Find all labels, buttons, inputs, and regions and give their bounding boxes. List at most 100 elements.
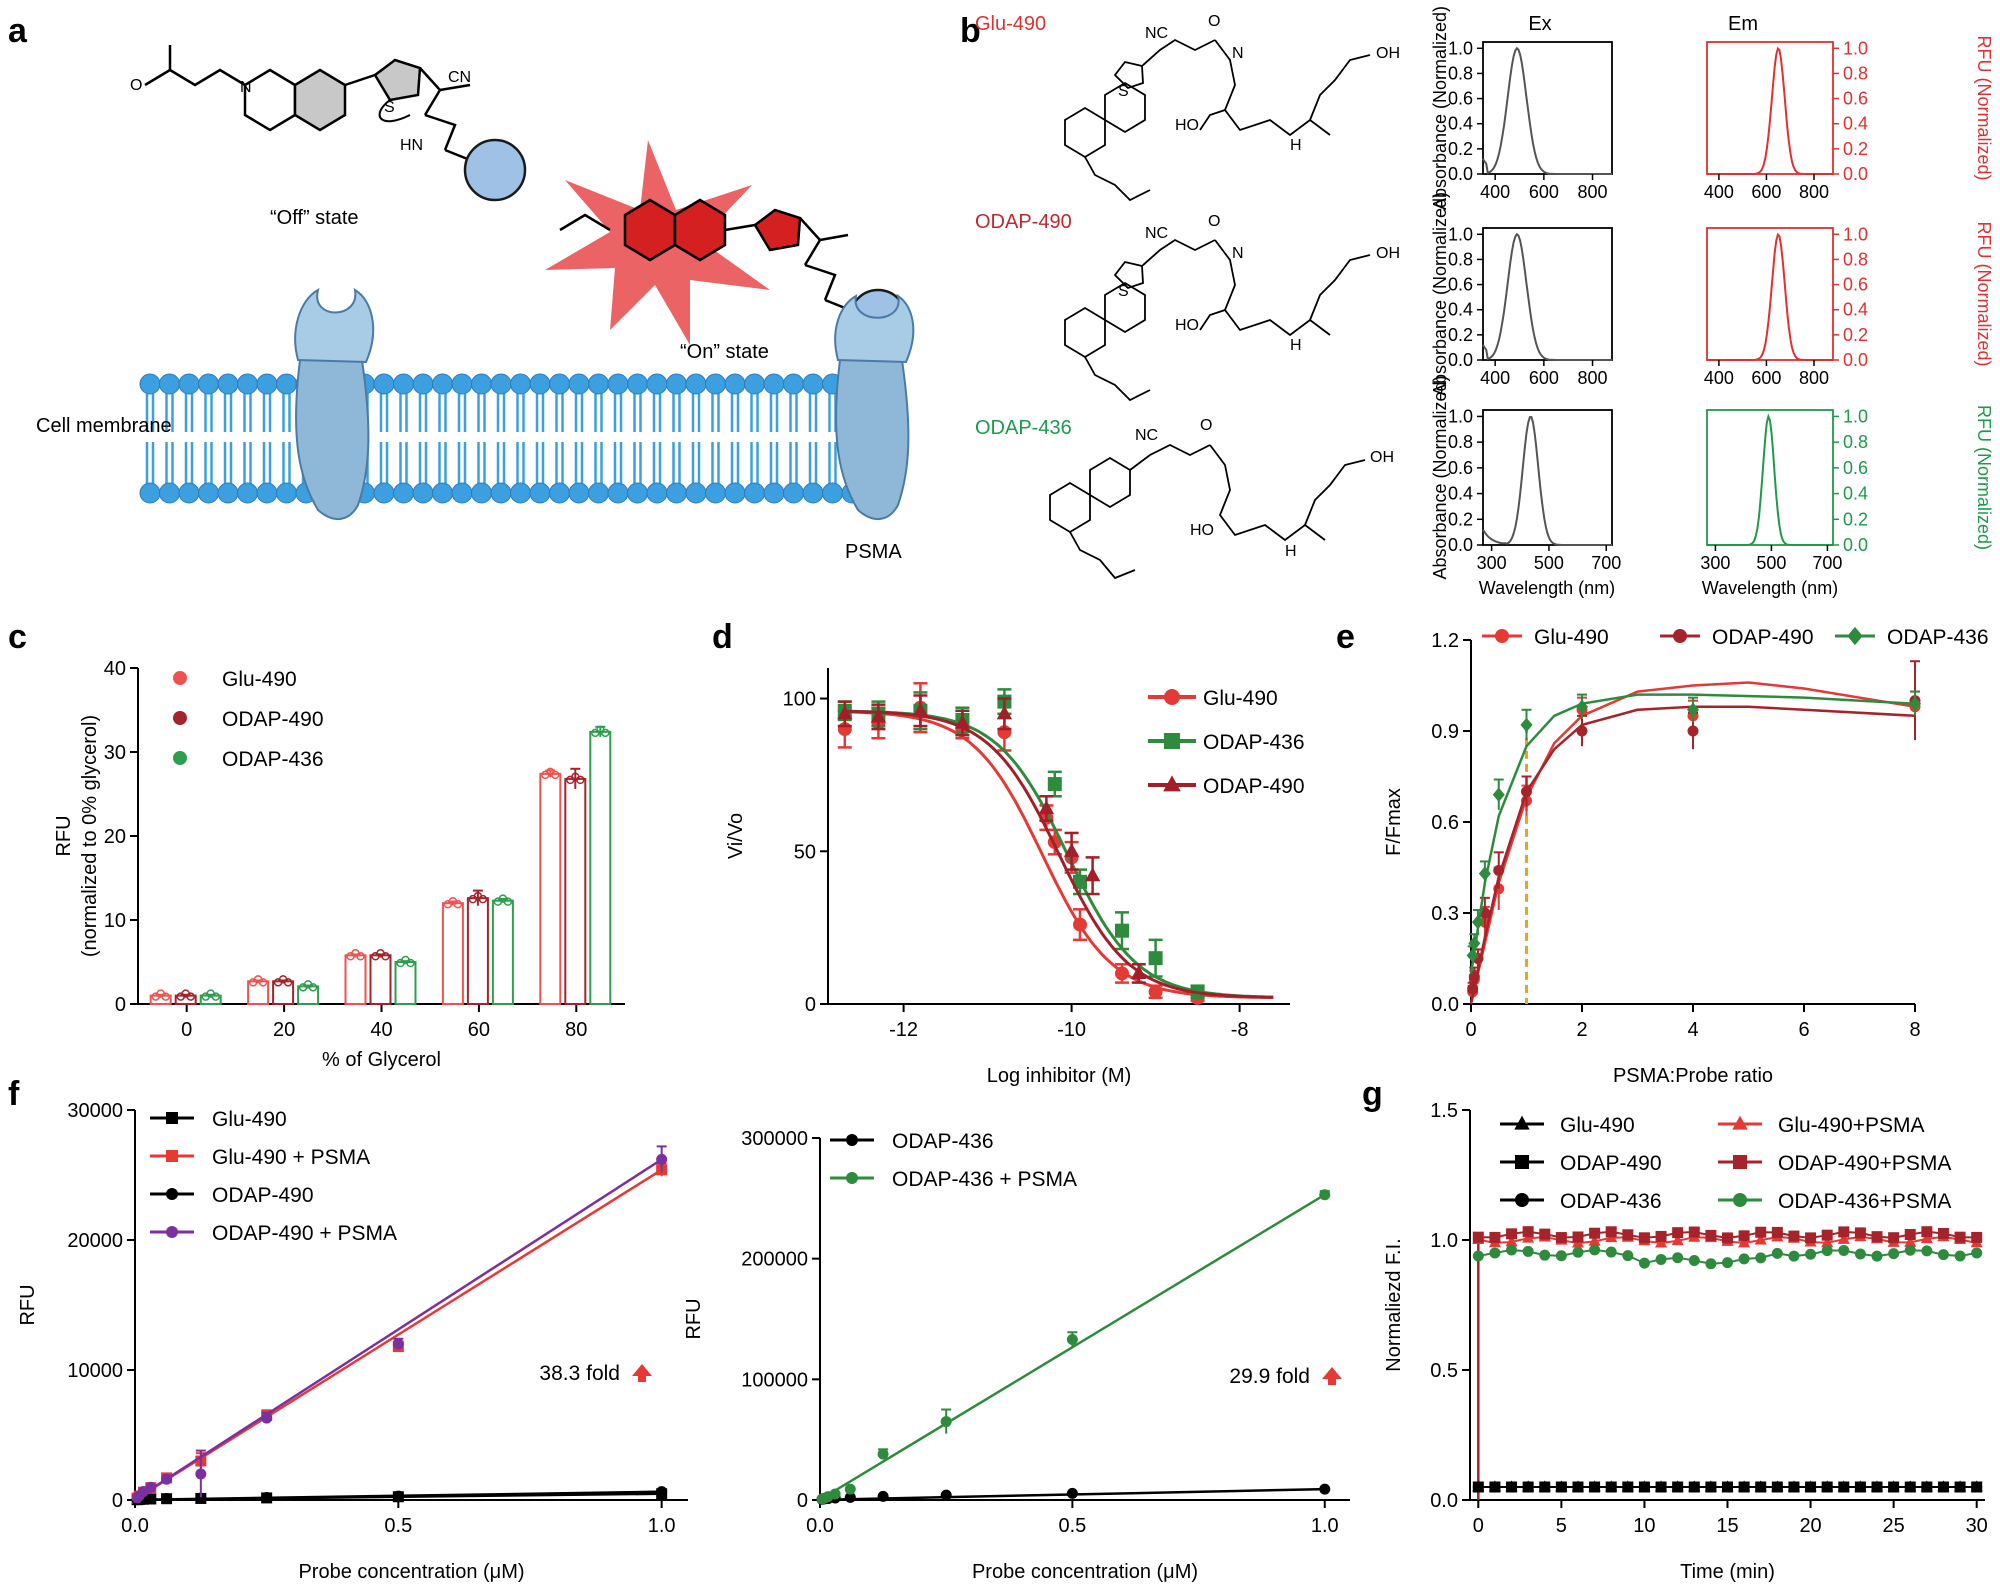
y-tick-label: 0.6 <box>1448 458 1473 478</box>
chem-n-off: N <box>240 79 252 96</box>
data-point <box>1937 1249 1949 1261</box>
replicate-point <box>453 899 463 909</box>
data-point <box>1672 1227 1684 1239</box>
y-tick-label: 0.8 <box>1448 432 1473 452</box>
data-point <box>1047 777 1062 792</box>
lipid-head <box>139 373 161 395</box>
data-point <box>837 705 853 720</box>
x-tick-label: 15 <box>1716 1515 1738 1537</box>
data-point <box>1805 1481 1817 1493</box>
legend-marker <box>166 1150 178 1162</box>
y-tick-label: 0.9 <box>1431 721 1459 743</box>
lipid-head <box>646 373 668 395</box>
y-tick-label: 1.0 <box>1448 224 1473 244</box>
legend-label: Glu-490 <box>222 668 297 691</box>
data-point <box>1838 1226 1850 1238</box>
y-tick-label: 0 <box>797 1490 808 1512</box>
data-point <box>1148 951 1163 966</box>
legend-marker <box>1732 1115 1748 1130</box>
probe-name-odap436: ODAP-436 <box>975 417 1072 439</box>
data-point <box>1688 1481 1700 1493</box>
lipid-head <box>393 373 414 395</box>
replicate-point <box>576 775 585 785</box>
ex-frame <box>1482 227 1613 361</box>
legend-label: Glu-490 <box>212 1108 287 1131</box>
regression-line <box>819 1193 1326 1501</box>
replicate-point <box>186 992 195 1001</box>
data-point <box>1539 1249 1551 1261</box>
rfu-axis-label: RFU (Normalized) <box>1974 221 1994 366</box>
y-tick-label: 0 <box>112 1490 123 1512</box>
chem-label-nc: NC <box>1145 25 1168 42</box>
y-tick-label: 0.0 <box>1843 535 1868 555</box>
data-point <box>1466 948 1479 963</box>
data-point <box>1489 1247 1501 1259</box>
y-tick-label: 0.2 <box>1448 139 1473 159</box>
data-point <box>1821 1245 1833 1257</box>
bead-off <box>463 138 527 202</box>
data-point <box>1505 1235 1518 1247</box>
lipid-head <box>705 373 726 395</box>
data-point <box>1838 1481 1850 1493</box>
bar <box>466 897 489 1005</box>
lipid-head <box>529 482 551 504</box>
data-point <box>1521 786 1532 798</box>
legend-marker <box>1164 733 1180 749</box>
bar <box>441 902 464 1006</box>
data-point <box>1888 1481 1900 1493</box>
data-point <box>1854 1227 1866 1239</box>
lipid-head <box>237 482 258 504</box>
data-point <box>1971 1247 1983 1259</box>
lipid-head <box>217 373 239 395</box>
cell-membrane-label-text: Cell membrane <box>36 415 172 437</box>
y-tick-label: 0.6 <box>1843 275 1868 295</box>
y-tick-label: 1.0 <box>1843 38 1868 58</box>
panel-label-c: c <box>8 618 27 656</box>
y-tick-label: 0 <box>805 994 816 1016</box>
y-tick-label: 100000 <box>741 1369 808 1391</box>
chem-cn-off: CN <box>448 69 471 86</box>
legend-marker <box>1495 629 1509 643</box>
y-tick-label: 1.5 <box>1430 1100 1458 1122</box>
data-point <box>1920 1232 1933 1244</box>
y-tick-label: 0.8 <box>1843 432 1868 452</box>
data-point <box>1066 1487 1078 1499</box>
lipid-head <box>256 373 278 395</box>
data-point <box>1572 1231 1584 1243</box>
lipid-head <box>568 482 590 504</box>
data-point <box>1478 866 1491 881</box>
legend-marker <box>1163 775 1181 792</box>
receptor-psma <box>834 293 915 520</box>
lipid-head <box>276 373 297 395</box>
lipid-head <box>510 482 531 504</box>
legend-label: Glu-490 <box>1203 687 1278 710</box>
lipid-head <box>646 482 668 504</box>
excitation-curve <box>1482 46 1612 175</box>
data-point <box>1589 1227 1601 1239</box>
y-tick-label: 0.6 <box>1843 89 1868 109</box>
y-tick-label: 0.0 <box>1430 1490 1458 1512</box>
legend-label: Glu-490+PSMA <box>1778 1114 1925 1137</box>
ex-frame <box>1482 41 1613 175</box>
ex-frame <box>1482 409 1613 546</box>
lipid-head <box>607 373 629 395</box>
chem-label-nc: NC <box>1145 225 1168 242</box>
data-point <box>1688 1255 1700 1267</box>
legend-marker <box>166 1112 178 1124</box>
y-tick-label: 0.0 <box>1448 535 1473 555</box>
x-tick-label: 400 <box>1704 368 1734 388</box>
data-point <box>1686 702 1700 717</box>
y-tick-label: 0.4 <box>1843 114 1868 134</box>
col-title-em: Em <box>1728 13 1758 35</box>
legend-marker <box>166 1226 178 1238</box>
data-point <box>1572 1481 1584 1493</box>
lipid-head <box>471 373 492 395</box>
absorbance-axis-label: Absorbance (Normalized) <box>1430 192 1450 396</box>
data-point <box>1854 1481 1866 1493</box>
x-tick-label: -12 <box>889 1019 918 1041</box>
lipid-head <box>432 482 453 504</box>
thiophene-ring <box>1113 60 1144 90</box>
replicate-point <box>478 894 488 904</box>
acrylamide <box>1141 238 1216 267</box>
